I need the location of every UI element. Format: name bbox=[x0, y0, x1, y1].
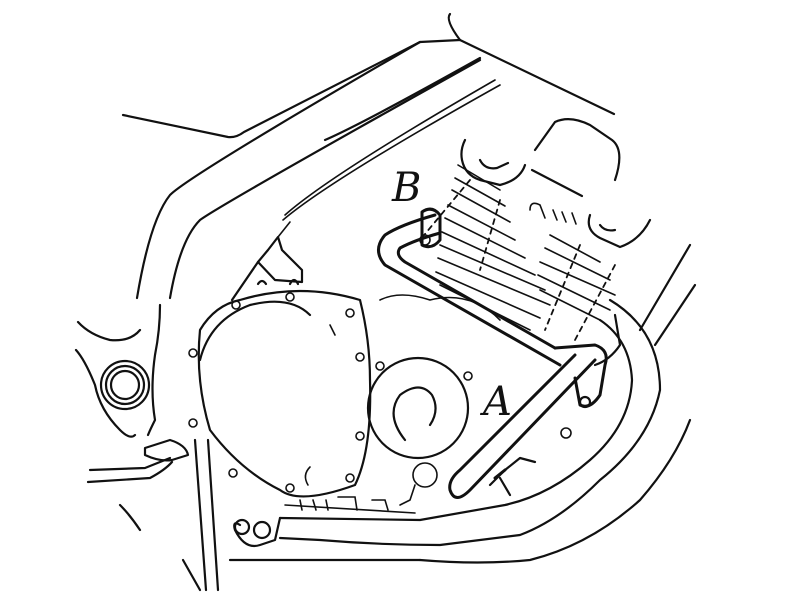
callout-label-b: B bbox=[392, 165, 422, 211]
vertical-rods bbox=[181, 438, 220, 592]
crash-bar-bracket-a bbox=[448, 343, 608, 499]
frame-top-tube bbox=[121, 12, 616, 300]
crash-bar-upper bbox=[377, 207, 562, 367]
callout-label-a: A bbox=[483, 379, 512, 425]
frame-left-section bbox=[74, 303, 190, 532]
cable-bracket bbox=[230, 221, 304, 302]
cooling-fins bbox=[435, 164, 616, 331]
crash-bar-lower-loop bbox=[228, 243, 697, 564]
engine-side-cover bbox=[188, 289, 372, 498]
cylinder-block bbox=[419, 118, 652, 341]
alternator-cover bbox=[366, 356, 473, 488]
